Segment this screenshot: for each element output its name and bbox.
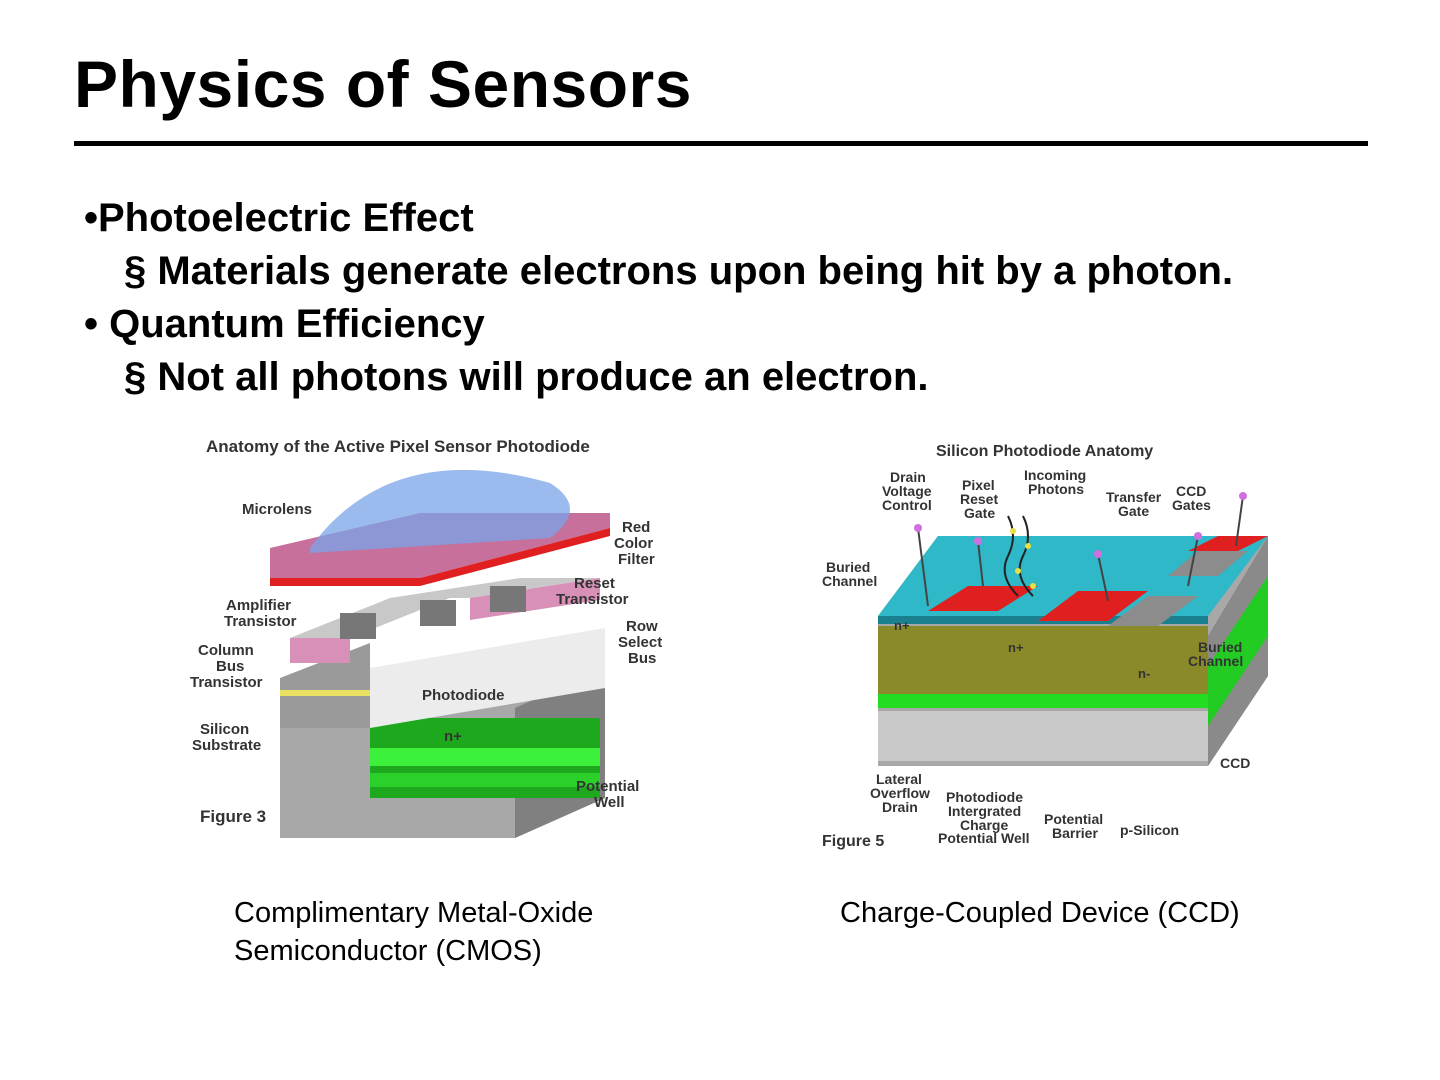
label-column: Column	[198, 642, 254, 659]
label-substrate: Substrate	[192, 737, 261, 754]
label-color: Color	[614, 535, 653, 552]
ccd-heading: Silicon Photodiode Anatomy	[936, 443, 1153, 460]
label-n-plus-mid: n+	[1008, 640, 1024, 655]
label-microlens: Microlens	[242, 501, 312, 518]
label-red: Red	[622, 519, 650, 536]
label-transfer-gate: Gate	[1118, 503, 1149, 519]
cmos-diagram: Anatomy of the Active Pixel Sensor Photo…	[190, 428, 680, 848]
ccd-green-layer	[878, 694, 1208, 708]
label-potential: Potential	[576, 778, 639, 795]
slide-title: Physics of Sensors	[74, 46, 692, 122]
label-ccd-gates-2: Gates	[1172, 497, 1211, 513]
label-n-plus-left: n+	[894, 618, 910, 633]
title-rule	[74, 141, 1368, 146]
label-photodiode: Photodiode	[422, 687, 505, 704]
label-pixel-gate: Gate	[964, 505, 995, 521]
label-select: Select	[618, 634, 662, 651]
label-channel-right: Channel	[1188, 653, 1243, 669]
bullet-photoelectric: •Photoelectric Effect	[84, 196, 474, 241]
label-reset: Reset	[574, 575, 615, 592]
ccd-diagram: Silicon Photodiode Anatomy Drain Voltage…	[818, 436, 1288, 856]
sub-bullet-quantum-efficiency: § Not all photons will produce an electr…	[124, 355, 929, 400]
cmos-heading: Anatomy of the Active Pixel Sensor Photo…	[206, 437, 590, 456]
ccd-figure-number: Figure 5	[822, 833, 884, 850]
label-filter: Filter	[618, 551, 655, 568]
label-drain-control: Control	[882, 497, 932, 513]
label-row: Row	[626, 618, 658, 635]
label-photodiode-charge-4: Potential Well	[938, 830, 1030, 846]
label-bus: Bus	[628, 650, 656, 667]
label-reset-transistor: Transistor	[556, 591, 629, 608]
label-amplifier: Amplifier	[226, 597, 291, 614]
label-channel-left: Channel	[822, 573, 877, 589]
label-column-transistor: Transistor	[190, 674, 263, 691]
ccd-caption: Charge-Coupled Device (CCD)	[840, 894, 1240, 932]
label-photons: Photons	[1028, 481, 1084, 497]
label-p-silicon: p-Silicon	[1120, 822, 1179, 838]
cmos-caption-line1: Complimentary Metal-Oxide	[234, 894, 593, 932]
cmos-caption-line2: Semiconductor (CMOS)	[234, 932, 593, 970]
label-barrier-2: Barrier	[1052, 825, 1098, 841]
label-column-bus: Bus	[216, 658, 244, 675]
label-drain-2: Drain	[882, 799, 918, 815]
bullet-quantum-efficiency: • Quantum Efficiency	[84, 302, 485, 347]
cmos-figure-number: Figure 3	[200, 807, 266, 826]
label-n-minus: n-	[1138, 666, 1150, 681]
sub-bullet-photoelectric: § Materials generate electrons upon bein…	[124, 249, 1233, 294]
label-silicon: Silicon	[200, 721, 249, 738]
label-n-plus: n+	[444, 728, 462, 745]
label-amplifier-transistor: Transistor	[224, 613, 297, 630]
label-well: Well	[594, 794, 625, 811]
label-ccd: CCD	[1220, 755, 1250, 771]
cmos-caption: Complimentary Metal-Oxide Semiconductor …	[234, 894, 593, 970]
